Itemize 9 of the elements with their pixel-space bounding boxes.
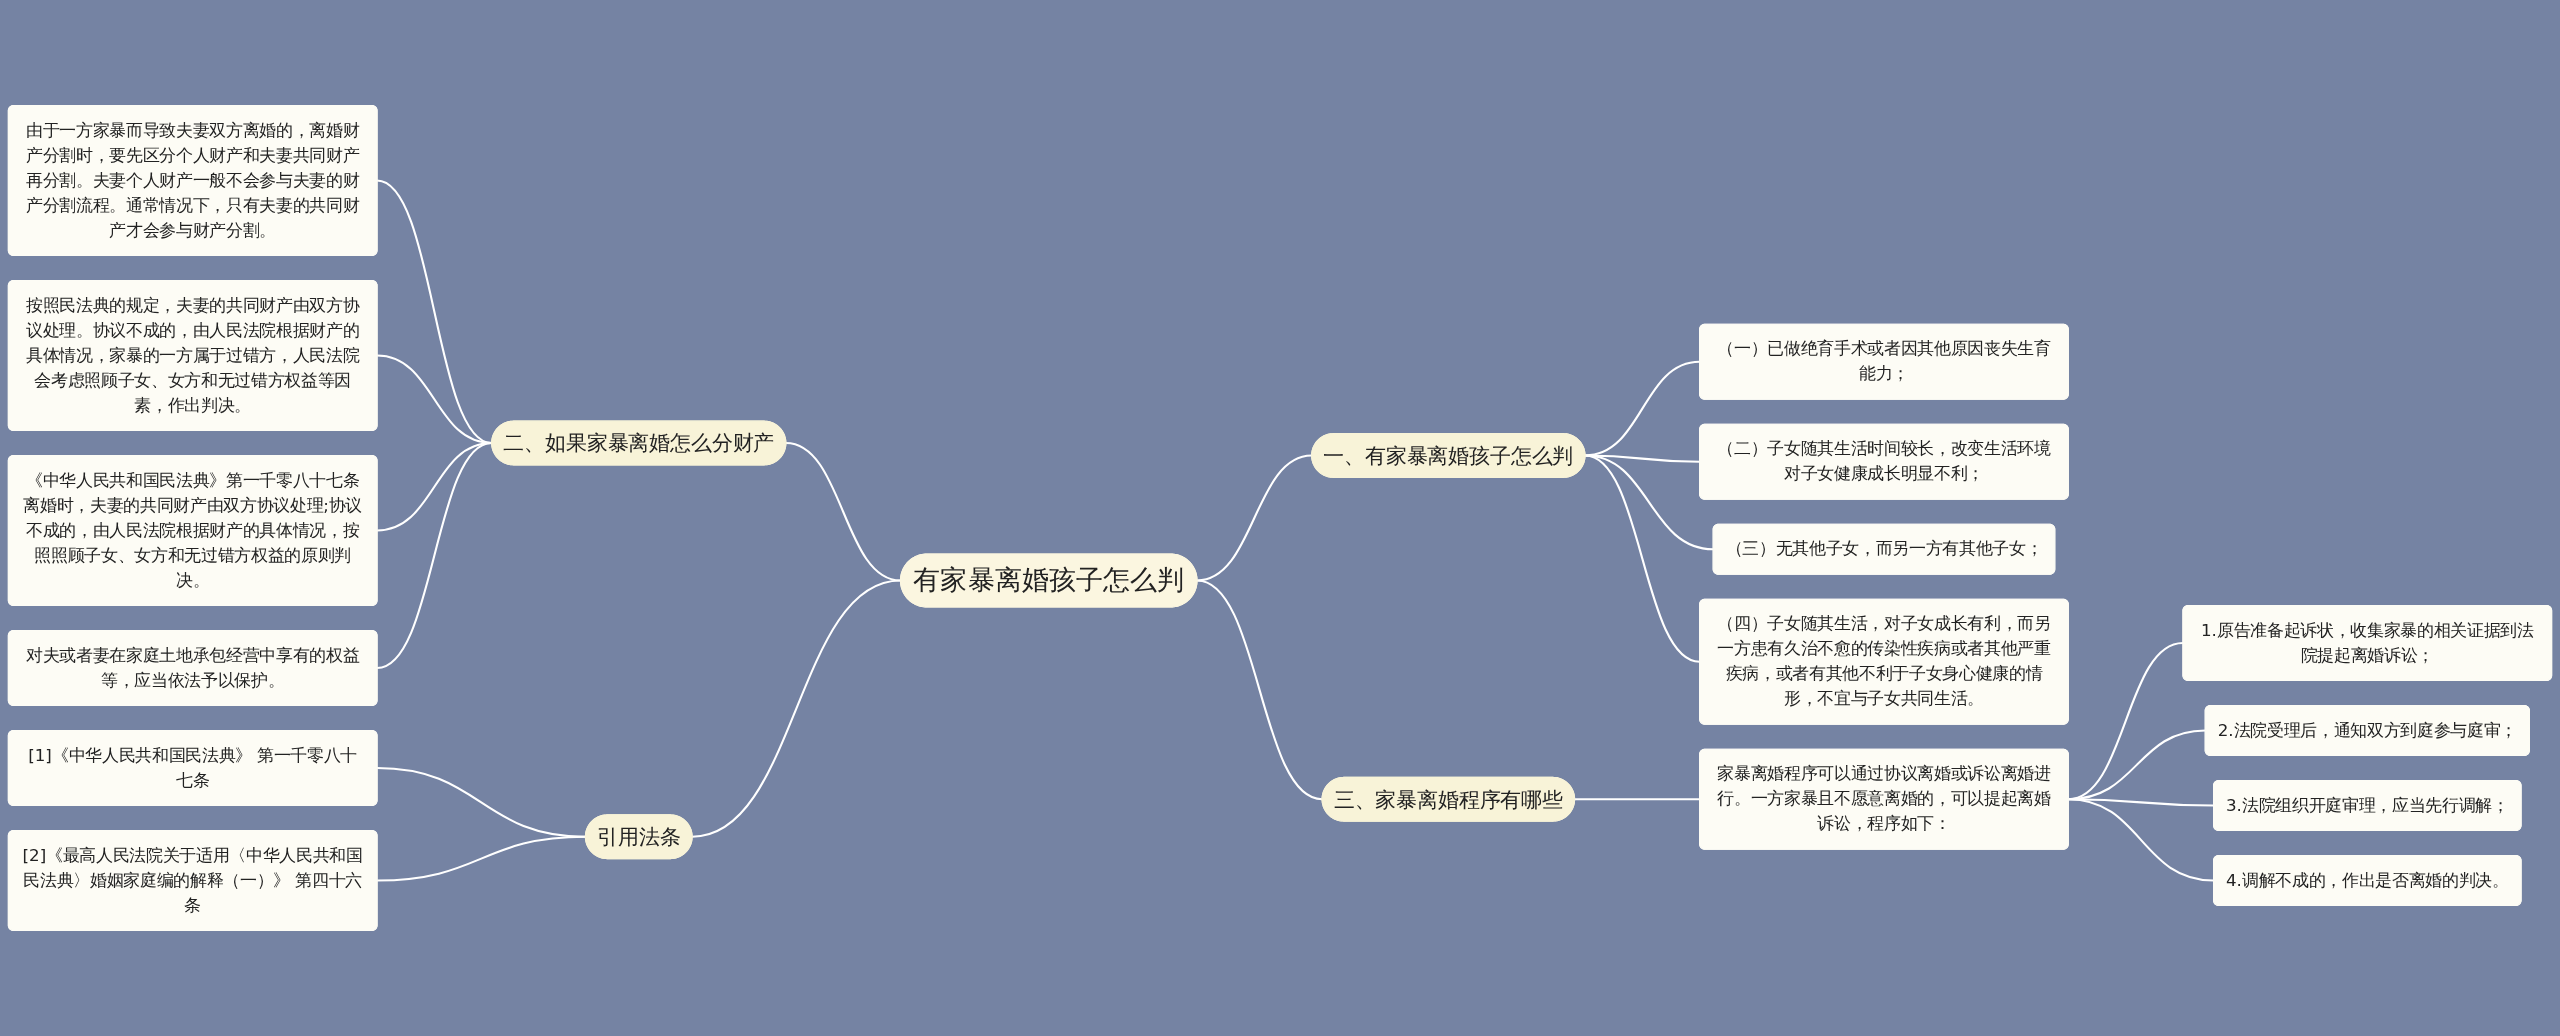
connector (785, 442, 901, 582)
connector (1196, 579, 1323, 801)
connector (1585, 454, 1700, 463)
connector (1574, 798, 1700, 801)
connector (1584, 454, 1700, 663)
connector (1584, 454, 1714, 551)
connector (1196, 454, 1312, 582)
connector (2068, 798, 2214, 882)
connector (377, 835, 586, 882)
